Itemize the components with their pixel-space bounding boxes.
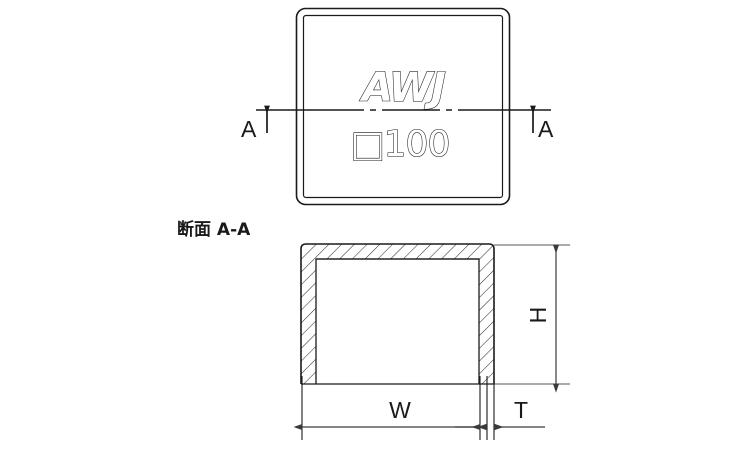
dimension-label-height: H [525, 307, 551, 324]
section-view-group: H W T [293, 243, 570, 440]
dimension-thickness: T [455, 376, 545, 440]
dimension-label-thickness: T [514, 397, 528, 423]
size-callout: □100 [351, 124, 450, 165]
dimension-height: H [494, 244, 570, 393]
product-logo: AWJ [359, 65, 446, 111]
section-caption: 断面 A-A [177, 219, 251, 240]
section-label-left: A [241, 116, 257, 142]
section-marker-right: A [530, 105, 554, 142]
cap-inner-outline [302, 14, 504, 199]
section-label-right: A [538, 116, 554, 142]
dimension-label-width: W [389, 397, 411, 423]
dimension-width: W [293, 376, 481, 440]
section-inner-outline [315, 258, 480, 384]
section-marker-left: A [241, 105, 270, 142]
section-outer-outline [300, 243, 495, 384]
top-view-group: AWJ □100 A A [241, 7, 554, 206]
section-hatching [301, 244, 494, 384]
